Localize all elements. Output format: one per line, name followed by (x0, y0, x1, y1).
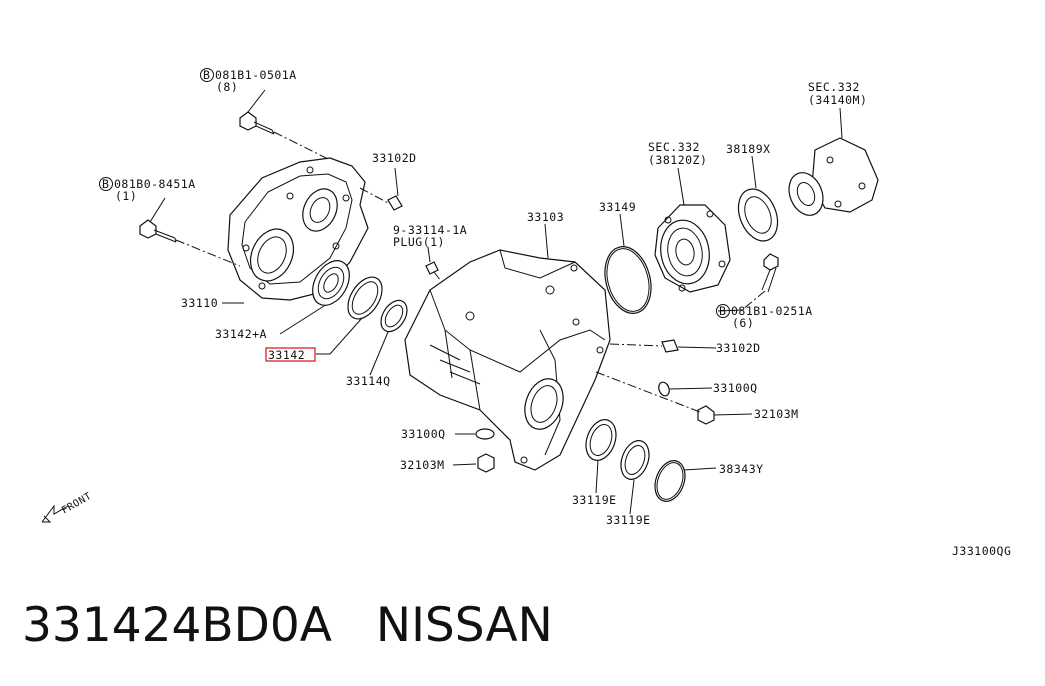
front-direction-indicator: FRONT (41, 491, 94, 523)
label-plug-word: PLUG(1) (393, 235, 445, 249)
label-cover: 33110 (181, 296, 218, 310)
transfer-case-housing (404, 249, 611, 471)
label-ring-e2: 33119E (606, 513, 651, 527)
label-bolt-left-qty: (1) (115, 189, 137, 203)
label-plug: 9-33114-1A (393, 223, 467, 237)
label-washer-left: 33100Q (401, 427, 446, 441)
label-sec-flange: SEC.332 (648, 140, 700, 154)
oil-seal-33114q (380, 299, 408, 333)
label-sec-yoke: SEC.332 (808, 80, 860, 94)
bolt-symbol-left: B (102, 177, 109, 191)
part-number: 331424BD0A (22, 598, 332, 653)
callout-bolt-right: B 081B1-0251A (6) (716, 304, 813, 330)
label-plug-right: 32103M (754, 407, 799, 421)
brand-name: NISSAN (375, 598, 553, 653)
label-bolt-top-qty: (8) (216, 80, 238, 94)
label-front: FRONT (60, 491, 94, 517)
label-washer-right: 33100Q (713, 381, 758, 395)
dowel-pin-top (359, 187, 403, 211)
label-dowel-top: 33102D (372, 151, 417, 165)
label-case: 33103 (527, 210, 564, 224)
cover-bolt-top (239, 111, 331, 161)
o-ring-38343y (654, 460, 686, 502)
drain-washer-right (658, 381, 670, 397)
label-highlighted-part: 33142 (268, 348, 305, 362)
oil-seal-38189x (737, 188, 779, 242)
label-bolt-left: 081B0-8451A (114, 177, 196, 191)
oil-seal-33142a (312, 260, 350, 306)
bolt-symbol-top: B (203, 68, 210, 82)
callout-bolt-left: B 081B0-8451A (1) (99, 177, 196, 203)
label-ring-e1: 33119E (572, 493, 617, 507)
callout-bolt-top: B 081B1-0501A (8) (200, 68, 297, 94)
oil-seal-33142 (347, 276, 383, 320)
label-seal-a: 33142+A (215, 327, 267, 341)
label-oring-y: 38343Y (719, 462, 764, 476)
label-seal-flange: 38189X (726, 142, 771, 156)
snap-ring-33119e-b (620, 440, 650, 480)
label-bolt-right: 081B1-0251A (731, 304, 813, 318)
drain-plug-left (477, 453, 495, 473)
extension-housing (654, 204, 731, 293)
label-bolt-right-qty: (6) (732, 316, 754, 330)
label-sec-yoke-ref: (34140M) (808, 93, 867, 107)
diagram-id: J33100QG (952, 544, 1011, 558)
label-seal-q: 33114Q (346, 374, 391, 388)
label-bolt-top: 081B1-0501A (215, 68, 297, 82)
label-dowel-right: 33102D (716, 341, 761, 355)
cover-bolt-left (139, 219, 241, 267)
label-plug-left: 32103M (400, 458, 445, 472)
label-sec-flange-ref: (38120Z) (648, 153, 707, 167)
leader-lines (149, 89, 843, 515)
highlighted-part-callout: 33142 (265, 347, 316, 362)
label-oring-big: 33149 (599, 200, 636, 214)
snap-ring-33119e-a (585, 419, 617, 461)
o-ring-33149 (604, 246, 652, 314)
bolt-symbol-right: B (719, 304, 726, 318)
part-caption: 331424BD0A NISSAN (22, 598, 553, 653)
extension-bolt (741, 253, 779, 311)
drain-plug-right (595, 371, 715, 425)
exploded-parts-diagram: B 081B1-0501A (8) B 081B0-8451A (1) 3310… (41, 68, 1011, 558)
dowel-pin-right (609, 339, 679, 353)
drain-washer-left (475, 428, 495, 440)
companion-flange (788, 137, 879, 216)
